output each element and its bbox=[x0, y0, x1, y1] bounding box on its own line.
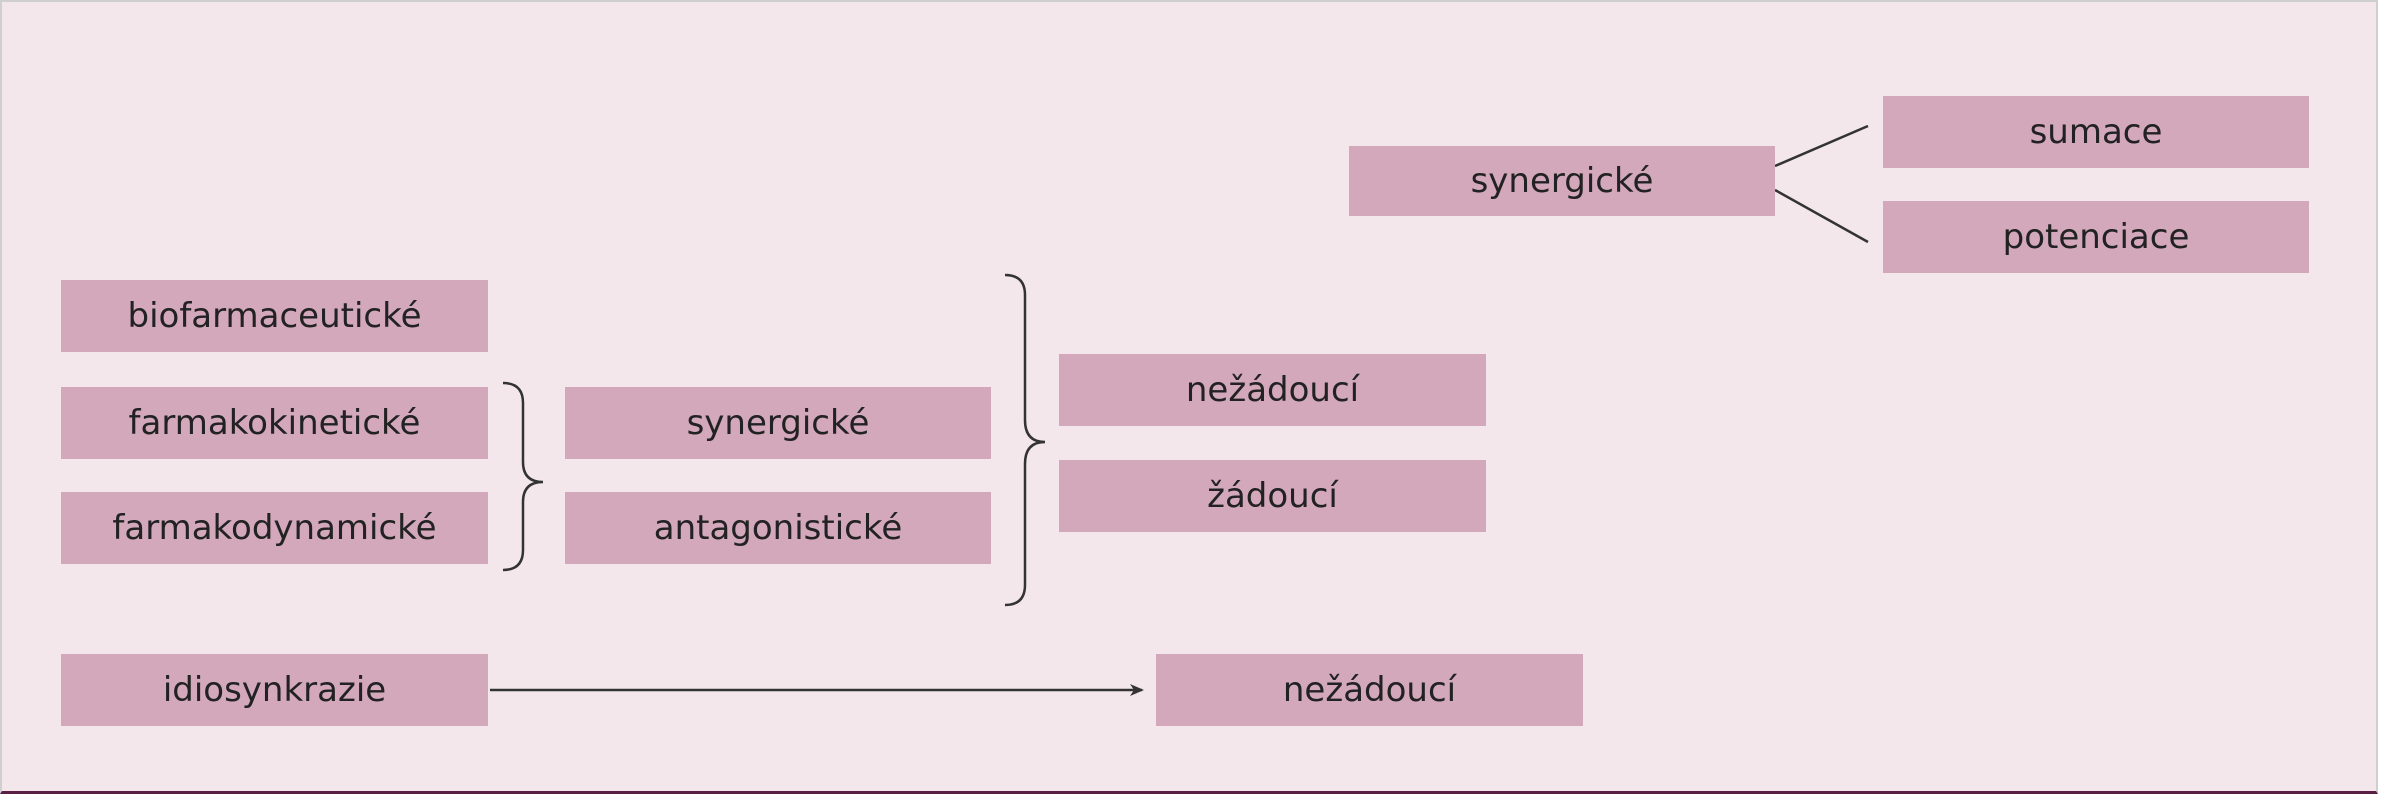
box-pharmacokinetic: farmakokinetické bbox=[61, 387, 488, 459]
box-pharmacodynamic: farmakodynamické bbox=[61, 492, 488, 564]
box-undesirable-idio: nežádoucí bbox=[1156, 654, 1583, 726]
connector-potenciace bbox=[1774, 188, 1869, 244]
box-summation: sumace bbox=[1883, 96, 2309, 168]
connector-sumace bbox=[1774, 124, 1869, 168]
brace-pharma-small bbox=[502, 381, 544, 572]
box-idiosyncrasy: idiosynkrazie bbox=[61, 654, 488, 726]
brace-effects-large bbox=[1004, 273, 1046, 607]
box-potentiation: potenciace bbox=[1883, 201, 2309, 273]
box-undesirable: nežádoucí bbox=[1059, 354, 1486, 426]
box-biopharmaceutical: biofarmaceutické bbox=[61, 280, 488, 352]
box-antagonistic: antagonistické bbox=[565, 492, 991, 564]
box-synergic-top: synergické bbox=[1349, 146, 1775, 216]
box-synergic-middle: synergické bbox=[565, 387, 991, 459]
box-desirable: žádoucí bbox=[1059, 460, 1486, 532]
